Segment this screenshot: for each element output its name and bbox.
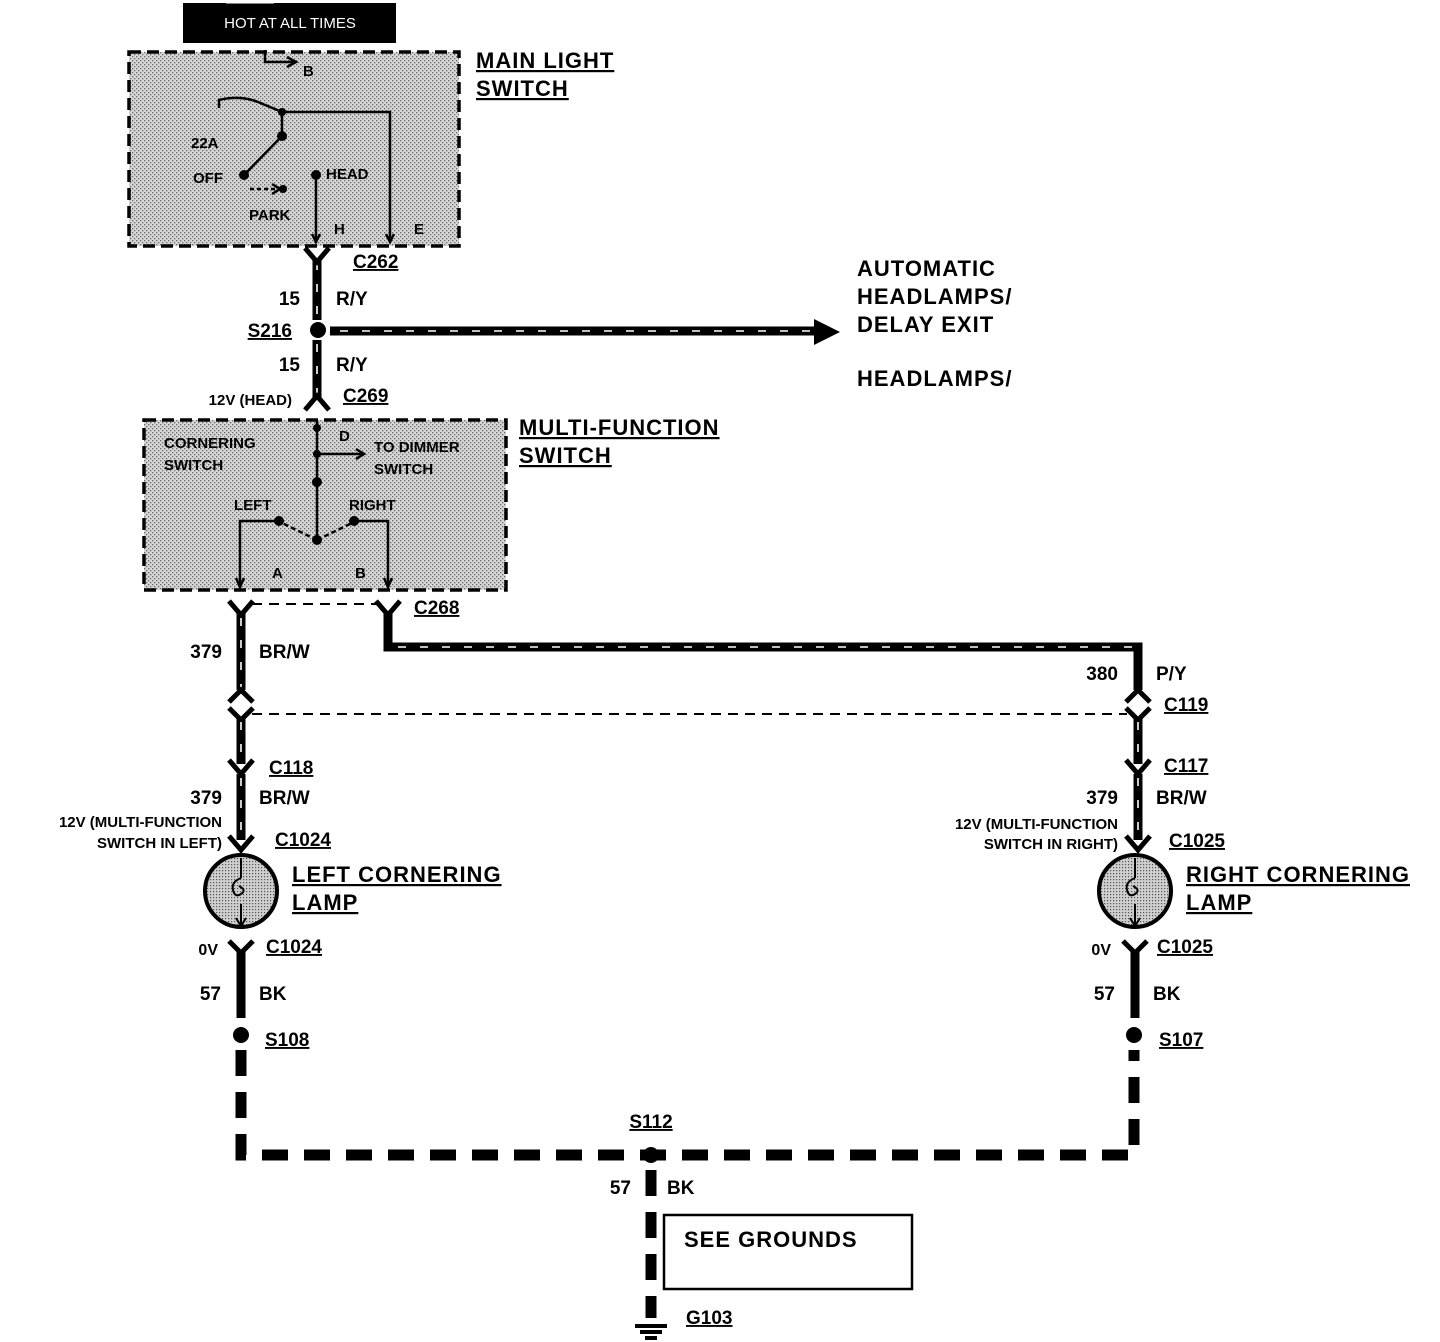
to-dimmer-line-2: SWITCH <box>374 461 433 478</box>
right-cornering-lamp <box>1097 853 1173 929</box>
see-grounds-text: SEE GROUNDS <box>684 1227 858 1252</box>
lamp-feed-wires <box>227 774 1152 854</box>
s108-label: S108 <box>265 1030 309 1051</box>
see-grounds-box[interactable]: SEE GROUNDS <box>662 1213 914 1291</box>
s112-label: S112 <box>629 1112 672 1133</box>
right-voltage-line-1: 12V (MULTI-FUNCTION <box>955 816 1118 833</box>
left-lamp-title-2: LAMP <box>292 890 358 915</box>
mfs-pin-b: B <box>355 565 366 582</box>
power-source-label: HOT AT ALL TIMES <box>183 2 396 43</box>
left-voltage-line-2: SWITCH IN LEFT) <box>97 835 222 852</box>
left-lamp-title-1: LEFT CORNERING <box>292 862 502 887</box>
lamp-ground-wires <box>227 939 1149 1043</box>
right-wire-color-2: BR/W <box>1156 788 1207 809</box>
c262-wire-num: 15 <box>279 289 301 310</box>
c268-label: C268 <box>414 598 459 619</box>
c117-label: C117 <box>1164 756 1208 777</box>
cornering-switch-line-2: SWITCH <box>164 457 223 474</box>
left-wire-color-2: BR/W <box>259 788 310 809</box>
c1025-bottom-label: C1025 <box>1157 937 1213 958</box>
right-lamp-title-1: RIGHT CORNERING <box>1186 862 1410 887</box>
to-dimmer-line-1: TO DIMMER <box>374 439 460 456</box>
left-ground-wire-color: BK <box>259 984 287 1005</box>
right-ground-wire-color: BK <box>1153 984 1181 1005</box>
s216-label: S216 <box>248 321 292 342</box>
cornering-switch-line-1: CORNERING <box>164 435 256 452</box>
auto-headlamps-line-1: AUTOMATIC <box>857 256 996 281</box>
hot-at-all-times-text: HOT AT ALL TIMES <box>224 15 356 32</box>
main-switch-circuit-22a: 22A <box>191 135 219 152</box>
g103-label: G103 <box>686 1308 732 1329</box>
mfs-right: RIGHT <box>349 497 396 514</box>
left-zero-volt: 0V <box>198 942 218 959</box>
right-wire-color: P/Y <box>1156 664 1187 685</box>
auto-headlamps-arrow <box>330 319 840 345</box>
right-voltage-line-2: SWITCH IN RIGHT) <box>984 836 1118 853</box>
c119-label: C119 <box>1164 695 1208 716</box>
main-light-switch-title-1: MAIN LIGHT <box>476 48 614 73</box>
mfs-pin-a: A <box>272 565 283 582</box>
mfs-left: LEFT <box>234 497 272 514</box>
right-lamp-title-2: LAMP <box>1186 890 1252 915</box>
trunk-wire-15-ry <box>303 246 331 412</box>
right-zero-volt: 0V <box>1091 942 1111 959</box>
s216-wire-num: 15 <box>279 355 301 376</box>
left-cornering-lamp <box>203 853 279 929</box>
right-wire-num-2: 379 <box>1086 788 1118 809</box>
left-wire-num-2: 379 <box>190 788 222 809</box>
main-switch-park: PARK <box>249 207 291 224</box>
c1024-bottom-label: C1024 <box>266 937 322 958</box>
left-voltage-line-1: 12V (MULTI-FUNCTION <box>59 814 222 831</box>
main-switch-off: OFF <box>193 170 223 187</box>
c262-wire-color: R/Y <box>336 289 368 310</box>
c118-label: C118 <box>269 758 313 779</box>
c268-connector-group <box>227 599 1143 690</box>
right-ground-wire-num: 57 <box>1094 984 1115 1005</box>
multi-function-switch: CORNERING SWITCH D TO DIMMER SWITCH LEFT… <box>142 418 508 592</box>
ground-wire-color: BK <box>667 1178 695 1199</box>
s216-wire-color: R/Y <box>336 355 368 376</box>
auto-headlamps-line-2: HEADLAMPS/ <box>857 284 1012 309</box>
ground-bus <box>235 1050 1140 1340</box>
main-light-switch-title-2: SWITCH <box>476 76 569 101</box>
left-ground-wire-num: 57 <box>200 984 221 1005</box>
c1025-top-label: C1025 <box>1169 831 1225 852</box>
main-switch-pin-b: B <box>303 63 314 80</box>
s216-splice-dot <box>310 322 326 338</box>
auto-headlamps-line-3: DELAY EXIT <box>857 312 994 337</box>
c269-voltage: 12V (HEAD) <box>209 392 292 409</box>
main-light-switch: B 22A OFF PARK HEAD H E <box>127 50 461 248</box>
main-switch-pin-e: E <box>414 221 424 238</box>
auto-headlamps-line-4: HEADLAMPS/ <box>857 366 1012 391</box>
main-switch-head: HEAD <box>326 166 369 183</box>
c262-label: C262 <box>353 252 398 273</box>
left-wire-color: BR/W <box>259 642 310 663</box>
multi-function-switch-title-1: MULTI-FUNCTION <box>519 415 720 440</box>
left-wire-num: 379 <box>190 642 222 663</box>
c1024-top-label: C1024 <box>275 830 331 851</box>
c269-label: C269 <box>343 386 388 407</box>
ground-wire-num: 57 <box>610 1178 631 1199</box>
main-switch-pin-h: H <box>334 221 345 238</box>
mfs-pin-d: D <box>339 428 350 445</box>
c118-c119-connectors <box>227 686 1152 778</box>
s107-label: S107 <box>1159 1030 1203 1051</box>
right-wire-num: 380 <box>1086 664 1118 685</box>
multi-function-switch-title-2: SWITCH <box>519 443 612 468</box>
